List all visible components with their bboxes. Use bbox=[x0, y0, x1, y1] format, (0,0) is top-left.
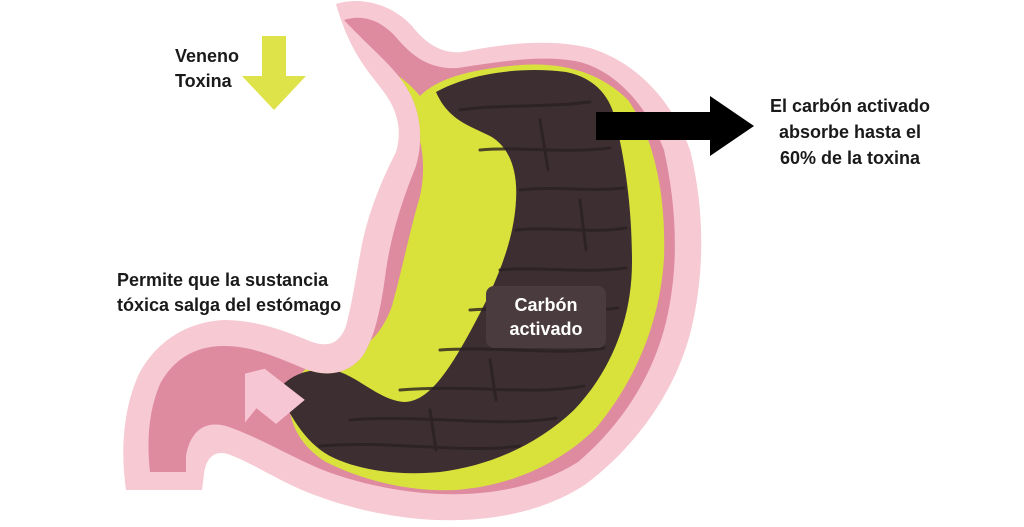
poison-label-line-2: Toxina bbox=[175, 71, 232, 91]
charcoal-mass bbox=[278, 70, 632, 474]
exit-label-line-2: tóxica salga del estómago bbox=[117, 295, 342, 315]
absorption-label-line-3: 60% de la toxina bbox=[779, 148, 921, 168]
poison-label: Veneno Toxina bbox=[175, 44, 239, 94]
right-arrow-icon bbox=[596, 96, 754, 156]
absorption-label-line-2: absorbe hasta el bbox=[778, 122, 922, 142]
exit-label: Permite que la sustancia tóxica salga de… bbox=[117, 268, 341, 318]
charcoal-label-line-2: activado bbox=[509, 319, 583, 339]
down-arrow-icon bbox=[242, 36, 306, 110]
exit-arrow-icon bbox=[245, 368, 305, 424]
absorption-label: El carbón activado absorbe hasta el 60% … bbox=[760, 93, 940, 171]
exit-label-line-1: Permite que la sustancia bbox=[117, 270, 329, 290]
charcoal-label-line-1: Carbón bbox=[514, 295, 578, 315]
absorption-label-line-1: El carbón activado bbox=[769, 96, 931, 116]
poison-label-line-1: Veneno bbox=[175, 46, 240, 66]
charcoal-label: Carbón activado bbox=[486, 286, 606, 348]
